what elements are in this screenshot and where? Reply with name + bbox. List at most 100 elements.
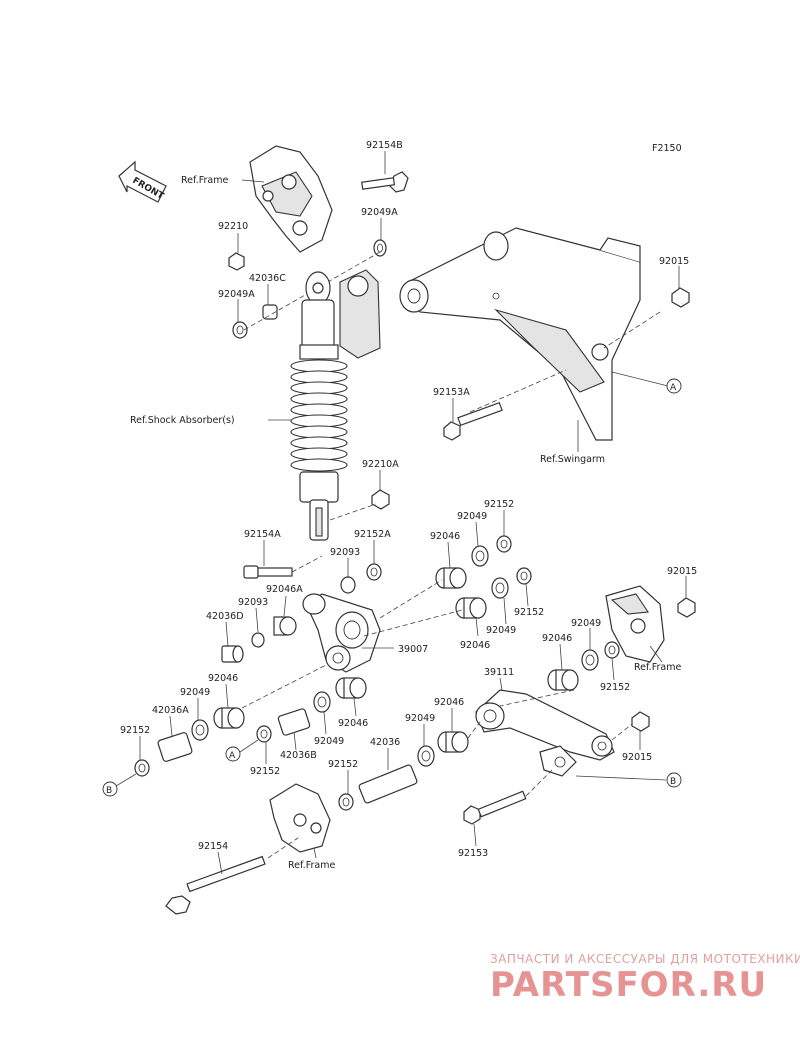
label-92049-left: 92049 xyxy=(180,687,210,698)
nut-92015-right xyxy=(677,597,696,618)
watermark-tagline: ЗАПЧАСТИ И АКСЕССУАРЫ ДЛЯ МОТОТЕХНИКИ xyxy=(490,952,800,966)
ref-shock-absorber: Ref.Shock Absorber(s) xyxy=(130,415,235,426)
spring-coil xyxy=(290,414,348,428)
figure-code: F2150 xyxy=(652,143,682,154)
label-92046-left: 92046 xyxy=(208,673,238,684)
seal-92093-upper xyxy=(340,576,356,594)
label-92046-top: 92046 xyxy=(430,531,460,542)
label-92153: 92153 xyxy=(458,848,488,859)
spring-coil xyxy=(290,447,348,461)
label-92154B: 92154B xyxy=(366,140,403,151)
collar-42036D xyxy=(221,645,244,663)
collar-42036C xyxy=(262,304,278,320)
rocker-arm-39007 xyxy=(302,593,381,673)
label-92154: 92154 xyxy=(198,841,228,852)
svg-text:B: B xyxy=(670,777,676,787)
spring-coil xyxy=(290,381,348,395)
label-92152-mid: 92152 xyxy=(250,766,280,777)
bolt-92154 xyxy=(165,855,266,915)
label-92153A: 92153A xyxy=(433,387,470,398)
callout-b-right: B xyxy=(575,772,682,788)
label-42036: 42036 xyxy=(370,737,400,748)
ref-frame-right: Ref.Frame xyxy=(634,662,681,673)
ref-swingarm: Ref.Swingarm xyxy=(540,454,605,465)
bottom-frame-bracket xyxy=(269,783,331,853)
label-92046-mid: 92046 xyxy=(338,718,368,729)
label-92152-left: 92152 xyxy=(120,725,150,736)
label-39111: 39111 xyxy=(484,667,514,678)
label-92046A: 92046A xyxy=(266,584,303,595)
bearing-92046-left xyxy=(213,707,245,729)
nut-92015-low xyxy=(631,711,650,732)
bearing-92046-right xyxy=(547,669,579,691)
label-42036B: 42036B xyxy=(280,750,317,761)
label-92049-r1: 92049 xyxy=(486,625,516,636)
label-92093-upper: 92093 xyxy=(330,547,360,558)
label-92093-lower: 92093 xyxy=(238,597,268,608)
collar-42036 xyxy=(358,764,418,804)
label-92049-top: 92049 xyxy=(457,511,487,522)
label-92046-r1: 92046 xyxy=(460,640,490,651)
label-92152A: 92152A xyxy=(354,529,391,540)
tie-rod-39111 xyxy=(475,689,615,777)
collar-42036B xyxy=(277,708,311,736)
svg-text:A: A xyxy=(229,751,236,761)
label-92152-low: 92152 xyxy=(328,759,358,770)
spring-coil xyxy=(290,392,348,406)
upper-frame-bracket xyxy=(249,145,333,253)
swingarm xyxy=(399,227,641,441)
label-92210: 92210 xyxy=(218,221,248,232)
shock-absorber xyxy=(290,269,381,541)
label-92049A-top: 92049A xyxy=(361,207,398,218)
bolt-92154B xyxy=(361,171,409,193)
callout-b-left: B xyxy=(102,773,137,797)
bearing-92046-top xyxy=(435,567,467,589)
ref-frame-bottom: Ref.Frame xyxy=(288,860,335,871)
label-92046-link: 92046 xyxy=(434,697,464,708)
bolt-92153 xyxy=(463,790,527,825)
spring-coil xyxy=(290,403,348,417)
label-92152-r1: 92152 xyxy=(514,607,544,618)
svg-text:B: B xyxy=(106,786,112,796)
label-92015-top: 92015 xyxy=(659,256,689,267)
bearing-92046A xyxy=(273,616,297,636)
label-92049-mid: 92049 xyxy=(314,736,344,747)
label-92049-right: 92049 xyxy=(571,618,601,629)
label-92046-right: 92046 xyxy=(542,633,572,644)
spring-coil xyxy=(290,359,348,373)
label-92210A: 92210A xyxy=(362,459,399,470)
label-92152-top: 92152 xyxy=(484,499,514,510)
watermark-brand: PARTSFOR.RU xyxy=(490,965,767,1005)
label-42036A: 42036A xyxy=(152,705,189,716)
label-92049-link: 92049 xyxy=(405,713,435,724)
front-arrow-icon: FRONT xyxy=(118,160,167,203)
label-42036C: 42036C xyxy=(249,273,286,284)
label-92015-right: 92015 xyxy=(667,566,697,577)
nut-92210A xyxy=(371,489,390,510)
right-frame-bracket xyxy=(605,585,665,663)
label-42036D: 42036D xyxy=(206,611,244,622)
bolt-92153A xyxy=(443,401,503,441)
nut-92210 xyxy=(228,252,245,271)
nut-92015-top xyxy=(671,287,690,308)
bolt-92154A xyxy=(243,565,293,579)
spring-coil xyxy=(290,458,348,472)
collar-42036A xyxy=(157,732,193,762)
seal-92093-lower xyxy=(251,632,265,648)
spring-coil xyxy=(290,370,348,384)
label-92049A-left: 92049A xyxy=(218,289,255,300)
svg-text:A: A xyxy=(670,383,677,393)
label-92154A: 92154A xyxy=(244,529,281,540)
label-92015-low: 92015 xyxy=(622,752,652,763)
ref-frame-top: Ref.Frame xyxy=(181,175,228,186)
callout-a-left: A xyxy=(225,739,259,762)
bearing-92046-r1 xyxy=(455,597,487,619)
label-39007: 39007 xyxy=(398,644,428,655)
watermark-logo: ЗАПЧАСТИ И АКСЕССУАРЫ ДЛЯ МОТОТЕХНИКИ PA… xyxy=(490,952,800,1005)
spring-coil xyxy=(290,436,348,450)
label-92152-right: 92152 xyxy=(600,682,630,693)
callout-a-right: A xyxy=(611,371,682,394)
spring-coil xyxy=(290,425,348,439)
